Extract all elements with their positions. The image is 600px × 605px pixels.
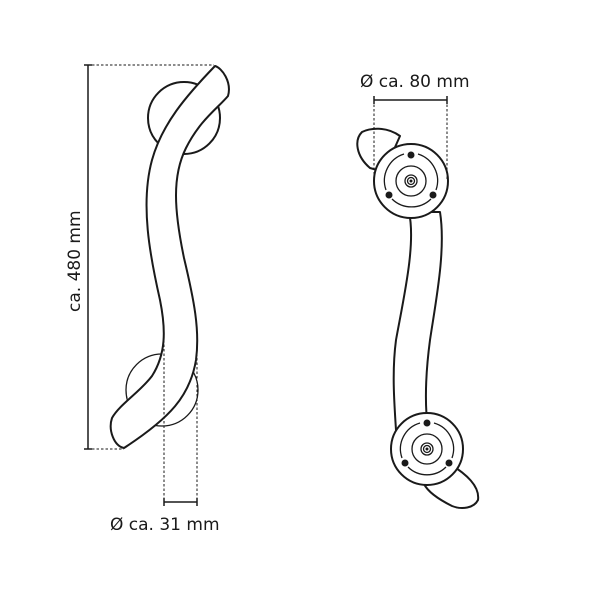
screw-hole xyxy=(429,191,437,199)
height-label: ca. 480 mm xyxy=(65,210,85,312)
top-rosette-front xyxy=(373,143,449,219)
bottom-rosette-front xyxy=(390,412,464,486)
screw-hole xyxy=(401,459,409,467)
screw-hole xyxy=(423,419,431,427)
front-view: Ø ca. 80 mm xyxy=(356,72,480,509)
top-tube-end-front xyxy=(356,127,401,173)
screw-hole xyxy=(445,459,453,467)
tube-diameter-label: Ø ca. 31 mm xyxy=(110,515,220,535)
side-view: ca. 480 mm Ø ca. 31 mm xyxy=(65,64,230,535)
screw-hole xyxy=(407,151,415,159)
grab-bar-tube-side xyxy=(109,65,230,449)
grab-bar-tube-front xyxy=(392,211,443,431)
rosette-diameter-label: Ø ca. 80 mm xyxy=(360,72,470,92)
screw-hole xyxy=(385,191,393,199)
